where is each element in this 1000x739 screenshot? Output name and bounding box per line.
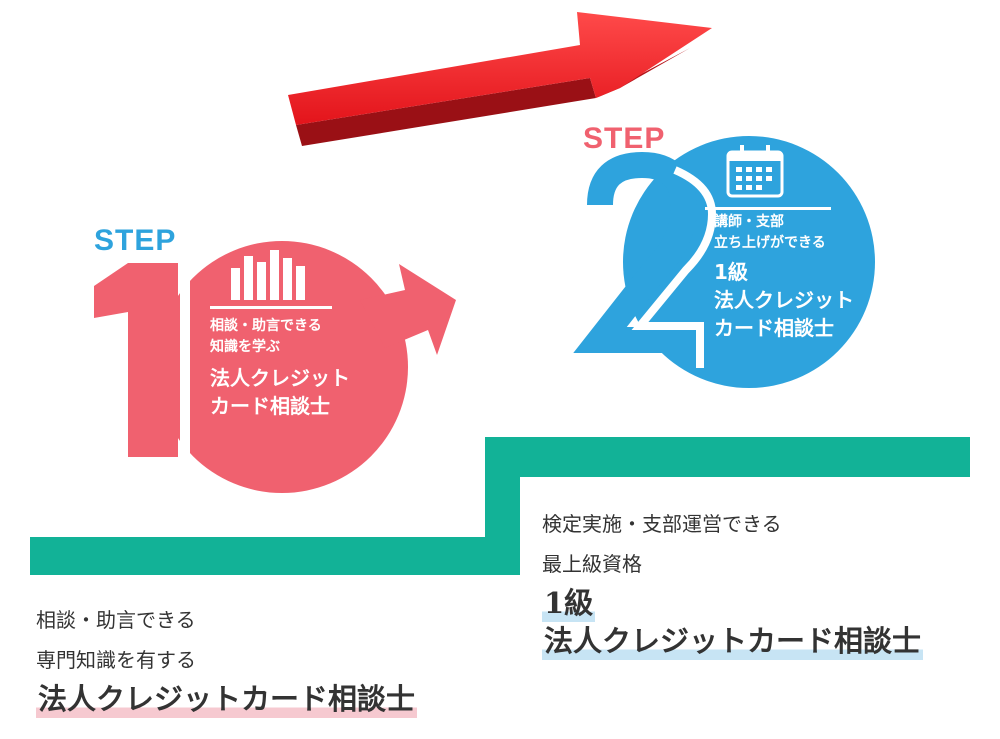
desc1-title: 法人クレジットカード相談士 xyxy=(36,680,418,718)
step2-small-line: 立ち上げができる xyxy=(714,235,826,251)
step2-circle-text: 講師・支部 立ち上げができる 1級 法人クレジット カード相談士 xyxy=(714,212,854,342)
step2-title-line: 法人クレジット xyxy=(714,288,854,312)
step1-label: STEP xyxy=(94,224,177,257)
bar-chart-icon xyxy=(231,250,305,300)
desc2-line: 検定実施・支部運営できる xyxy=(542,512,782,536)
step1-circle-text: 相談・助言できる 知識を学ぶ 法人クレジット カード相談士 xyxy=(210,316,350,420)
step2-title-line: 1級 xyxy=(714,260,748,284)
desc2-title-grade: 1級 xyxy=(542,584,596,622)
step1-graphic xyxy=(94,241,456,493)
step1-title-line: カード相談士 xyxy=(210,394,330,418)
step2-number-glyph xyxy=(573,151,700,353)
step1-number-glyph xyxy=(94,263,178,457)
step2-graphic xyxy=(573,136,875,388)
desc1-line: 相談・助言できる xyxy=(36,608,196,632)
progress-arrow-icon xyxy=(288,12,712,146)
desc2-title: 法人クレジットカード相談士 xyxy=(542,622,924,660)
step1-small-line: 相談・助言できる xyxy=(210,318,322,334)
step1-description: 相談・助言できる 専門知識を有する 法人クレジットカード相談士 xyxy=(36,600,418,718)
step2-description: 検定実施・支部運営できる 最上級資格 1級 法人クレジットカード相談士 xyxy=(542,504,924,660)
desc1-line: 専門知識を有する xyxy=(36,648,196,672)
stair-shape xyxy=(30,437,970,575)
step2-title-line: カード相談士 xyxy=(714,316,834,340)
calendar-icon xyxy=(726,145,784,198)
step2-small-line: 講師・支部 xyxy=(714,214,784,230)
step2-label: STEP xyxy=(583,122,666,155)
step1-small-line: 知識を学ぶ xyxy=(210,339,280,355)
desc2-line: 最上級資格 xyxy=(542,552,642,576)
step1-title-line: 法人クレジット xyxy=(210,366,350,390)
step1-arrow-icon xyxy=(360,264,456,355)
step1-circle xyxy=(156,241,408,493)
